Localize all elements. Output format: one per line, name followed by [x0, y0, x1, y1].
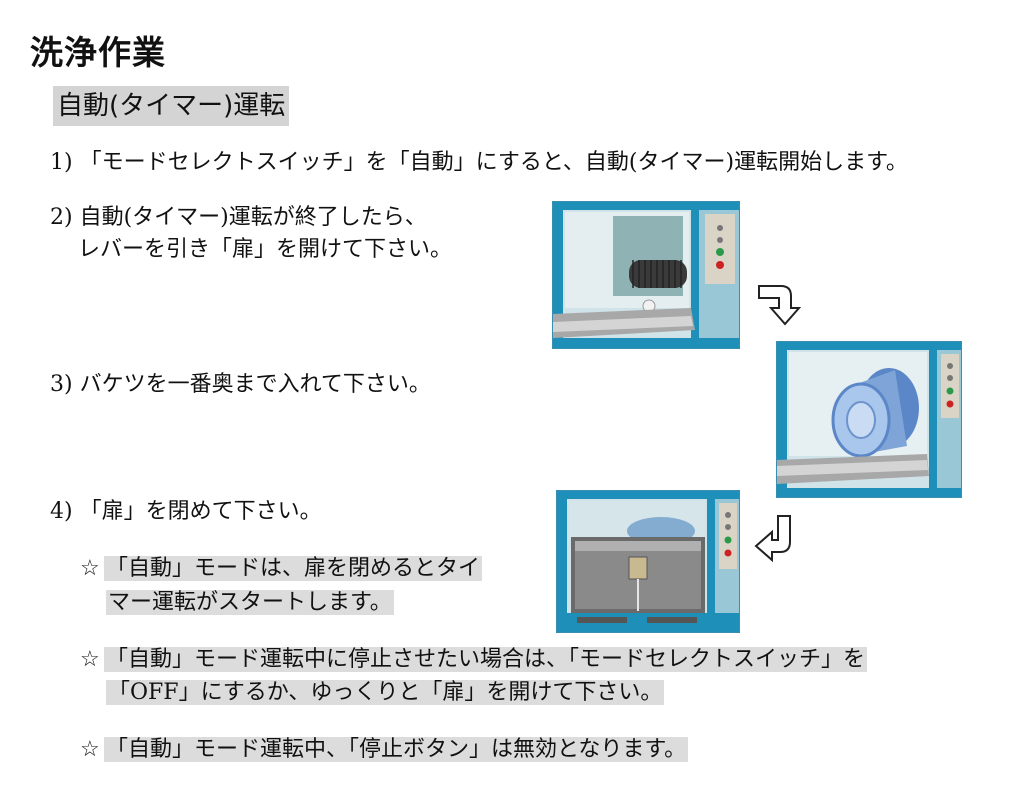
note-1: ☆「自動」モードは、扉を閉めるとタイ: [80, 554, 483, 584]
step-2: 2) 自動(タイマー)運転が終了したら、: [50, 203, 427, 233]
step-2-line-2: レバーを引き「扉」を開けて下さい。: [78, 235, 452, 265]
machine-door-open-photo: [552, 201, 740, 349]
step-number: 1): [50, 150, 73, 175]
note-text: 「自動」モードは、扉を閉めるとタイ: [104, 556, 483, 581]
curved-arrow-down-left-icon: [754, 515, 791, 563]
note-text: マー運転がスタートします。: [106, 590, 394, 615]
step-4: 4) 「扉」を閉めて下さい。: [50, 497, 322, 527]
note-text: 「OFF」にするか、ゆっくりと「扉」を開けて下さい。: [106, 680, 665, 705]
note-2: ☆「自動」モード運転中に停止させたい場合は、「モードセレクトスイッチ」を: [80, 645, 868, 675]
note-text: 「自動」モード運転中に停止させたい場合は、「モードセレクトスイッチ」を: [104, 647, 868, 672]
door-closed-photo: [556, 490, 740, 633]
note-2-line-2: 「OFF」にするか、ゆっくりと「扉」を開けて下さい。: [106, 678, 665, 708]
step-number: 4): [50, 499, 73, 524]
step-text: レバーを引き「扉」を開けて下さい。: [78, 237, 453, 262]
section-heading: 自動(タイマー)運転: [53, 86, 290, 126]
note-text: 「自動」モード運転中、「停止ボタン」は無効となります。: [104, 737, 689, 762]
bucket-inserted-photo: [776, 341, 962, 498]
step-text: 自動(タイマー)運転が終了したら、: [79, 205, 427, 230]
step-number: 3): [50, 372, 73, 397]
step-1: 1) 「モードセレクトスイッチ」を「自動」にすると、自動(タイマー)運転開始しま…: [50, 148, 908, 178]
step-3: 3) バケツを一番奥まで入れて下さい。: [50, 370, 431, 400]
star-icon: ☆: [80, 647, 100, 672]
step-number: 2): [50, 205, 73, 230]
note-3: ☆「自動」モード運転中、「停止ボタン」は無効となります。: [80, 735, 689, 765]
step-text: バケツを一番奥まで入れて下さい。: [79, 372, 431, 397]
step-text: 「扉」を閉めて下さい。: [79, 499, 322, 524]
star-icon: ☆: [80, 556, 100, 581]
step-text: 「モードセレクトスイッチ」を「自動」にすると、自動(タイマー)運転開始します。: [79, 150, 908, 175]
page-title: 洗浄作業: [30, 33, 166, 72]
curved-arrow-down-right-icon: [758, 285, 802, 326]
star-icon: ☆: [80, 737, 100, 762]
note-1-line-2: マー運転がスタートします。: [106, 588, 394, 618]
